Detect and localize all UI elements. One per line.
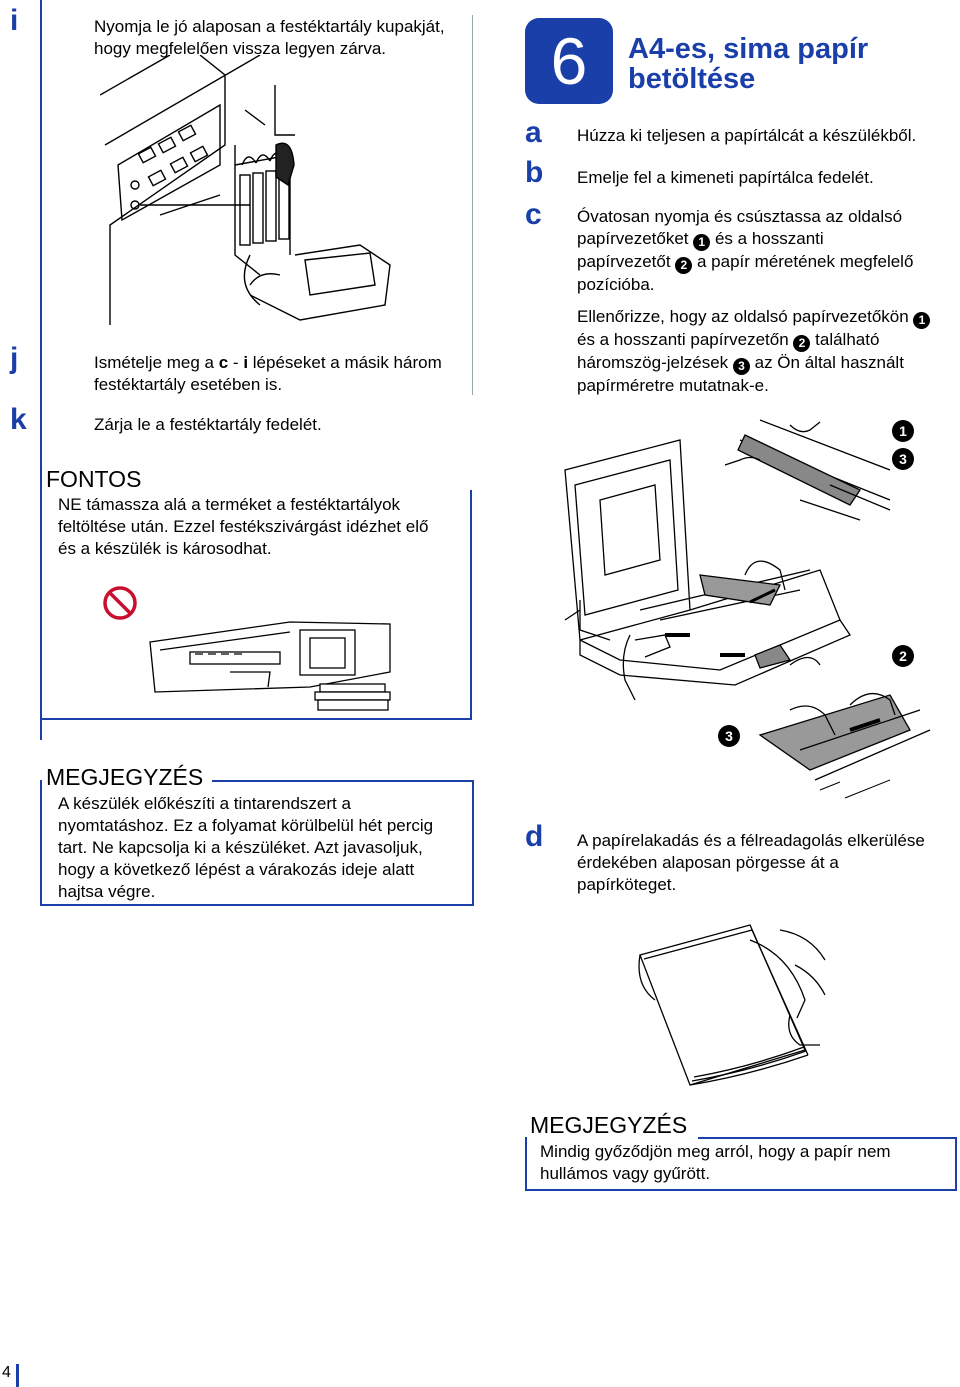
callout-marker-1b: 1	[913, 312, 931, 329]
step-letter-i: i	[10, 4, 19, 37]
step-a-text: Húzza ki teljesen a papírtálcát a készül…	[577, 126, 917, 145]
step-letter-j: j	[10, 342, 19, 375]
note-title-left: MEGJEGYZÉS	[46, 764, 204, 790]
step-b-text: Emelje fel a kimeneti papírtálca fedelét…	[577, 168, 874, 187]
important-box	[40, 490, 472, 720]
callout-3-top: 3	[892, 448, 914, 470]
step-letter-k: k	[10, 403, 27, 436]
note-box-left	[40, 780, 474, 906]
page-edge-tab	[16, 1364, 19, 1387]
paper-stack-illustration	[638, 924, 826, 1086]
step-c-text: Óvatosan nyomja és csúsztassa az oldalsó…	[577, 206, 957, 397]
step-i-text: Nyomja le jó alaposan a festéktartály ku…	[94, 17, 445, 58]
step-letter-a: a	[525, 116, 542, 149]
ink-tank-illustration	[100, 55, 391, 325]
note-text-left: A készülék előkészíti a tintarendszert a…	[58, 794, 434, 901]
callout-marker-3: 3	[732, 358, 750, 375]
callout-2: 2	[892, 645, 914, 667]
callout-marker-2: 2	[675, 257, 693, 274]
step-letter-d: d	[525, 820, 544, 853]
step-d-text: A papírelakadás és a félreadagolás elker…	[577, 831, 925, 894]
step-k-text: Zárja le a festéktartály fedelét.	[94, 415, 322, 434]
left-rule-divider	[472, 15, 473, 395]
printer-propped-illustration	[149, 621, 391, 711]
left-rule	[40, 0, 42, 740]
callout-3-bottom: 3	[718, 725, 740, 747]
section-title: A4-es, sima papír betöltése	[628, 33, 869, 95]
page-number: 4	[2, 1364, 11, 1381]
callout-1: 1	[892, 420, 914, 442]
prohibited-icon	[103, 586, 137, 620]
callout-marker-1: 1	[693, 234, 711, 251]
step-j-text: Ismételje meg a c - i lépéseket a másik …	[94, 353, 442, 394]
paper-tray-illustration	[564, 419, 931, 799]
step-ref-i: i	[243, 353, 249, 372]
note-title-right: MEGJEGYZÉS	[530, 1112, 688, 1138]
section-number-badge: 6	[525, 18, 613, 104]
note-text-right: Mindig győződjön meg arról, hogy a papír…	[540, 1142, 891, 1183]
important-title: FONTOS	[46, 466, 142, 492]
note-box-right-top-rule	[698, 1137, 955, 1139]
step-ref-c: c	[218, 353, 229, 372]
step-letter-b: b	[525, 156, 544, 189]
note-box-right	[525, 1137, 957, 1191]
important-text: NE támassza alá a terméket a festéktartá…	[58, 495, 429, 558]
callout-marker-2b: 2	[793, 335, 811, 352]
step-letter-c: c	[525, 198, 542, 231]
note-box-left-top-rule	[212, 780, 472, 782]
